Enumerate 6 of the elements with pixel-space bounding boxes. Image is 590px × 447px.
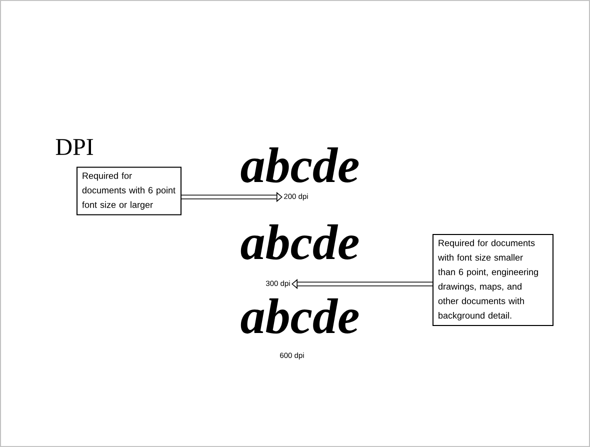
note-box: Required for documents with font size smaller than 6 point, engineering drawings, maps, and other documents with background detail. — [432, 234, 554, 326]
sample-text: abcde — [240, 298, 359, 334]
note-box: Required for documents with 6 point font size or larger — [76, 166, 182, 216]
sample-text: abcde — [240, 224, 359, 260]
sample-text: abcde — [240, 147, 359, 183]
slide-title: DPI — [56, 139, 94, 155]
